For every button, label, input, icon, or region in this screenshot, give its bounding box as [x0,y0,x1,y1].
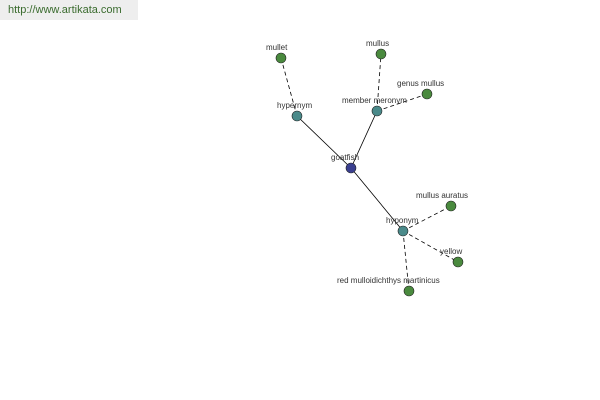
node-mullet-dot[interactable] [275,52,287,64]
node-mullus-label: mullus [366,39,389,48]
node-mullus-auratus-label: mullus auratus [416,191,468,200]
node-member-meronym-dot[interactable] [371,105,383,117]
node-mullus-dot[interactable] [375,48,387,60]
node-hyponym-label: hyponym [386,216,419,225]
node-hypernym-label: hypernym [277,101,312,110]
edge-member-meronym-mullus [376,53,382,112]
node-genus-mullus-label: genus mullus [397,79,444,88]
node-yellow-dot[interactable] [452,256,464,268]
edge-hyponym-mullus-auratus [402,205,452,232]
node-hypernym-dot[interactable] [291,110,303,122]
node-hyponym[interactable]: hyponym [386,216,419,237]
node-mullet-label: mullet [266,43,288,52]
edge-member-meronym-genus-mullus [376,93,428,112]
node-genus-mullus[interactable]: genus mullus [397,79,444,100]
node-member-meronym-label: member meronym [342,96,407,105]
node-yellow[interactable]: yellow [440,247,464,268]
node-yellow-label: yellow [440,247,462,256]
node-red-mulloidichthys-martinicus[interactable]: red mulloidichthys martinicus [337,276,440,297]
node-mullet[interactable]: mullet [266,43,288,64]
edge-hypernym-mullet [280,57,298,117]
node-mullus-auratus-dot[interactable] [445,200,457,212]
watermark-url[interactable]: http://www.artikata.com [0,0,138,20]
node-mullus-auratus[interactable]: mullus auratus [416,191,468,212]
node-genus-mullus-dot[interactable] [421,88,433,100]
node-member-meronym[interactable]: member meronym [342,96,407,117]
edge-hyponym-yellow [402,230,459,263]
node-goatfish-dot[interactable] [345,162,357,174]
edge-goatfish-hyponym [350,167,404,232]
edge-goatfish-member-meronym [350,110,378,169]
edge-goatfish-hypernym [296,115,352,169]
edge-hyponym-red-mulloidichthys [402,230,410,292]
node-hyponym-dot[interactable] [397,225,409,237]
node-goatfish[interactable]: goatfish [331,153,359,174]
node-red-mulloidichthys-label: red mulloidichthys martinicus [337,276,440,285]
node-hypernym[interactable]: hypernym [277,101,312,122]
node-red-mulloidichthys-dot[interactable] [403,285,415,297]
node-goatfish-label: goatfish [331,153,359,162]
node-mullus[interactable]: mullus [366,39,389,60]
